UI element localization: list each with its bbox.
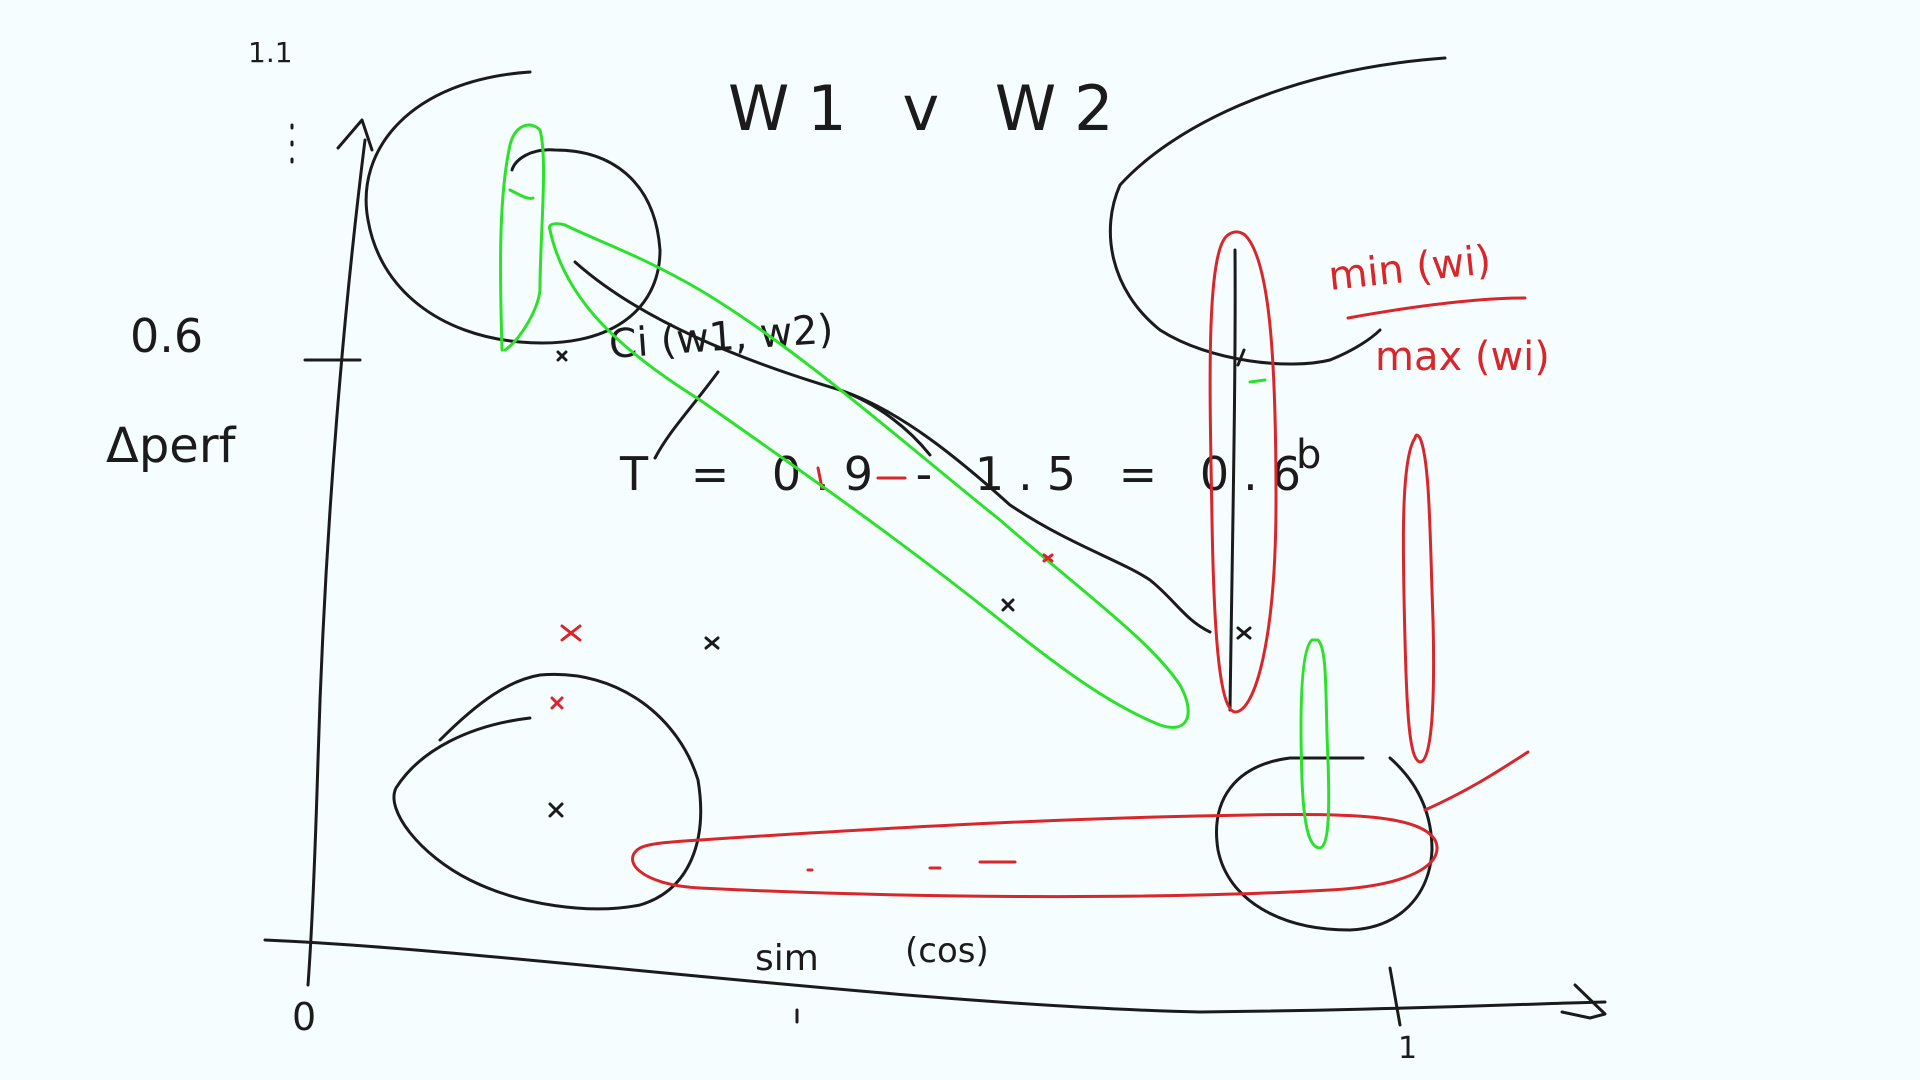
region-top-left-ellipse (364, 70, 662, 345)
y-axis-label: Δperf (106, 418, 237, 474)
point-black-2 (704, 636, 720, 650)
y-axis-mid-tick: 0.6 (130, 309, 203, 363)
green-diagonal-ellipse (548, 222, 1190, 729)
point-red-2 (550, 696, 564, 710)
green-vertical-loop (1248, 378, 1331, 850)
y-axis-top-tick: 1.1 (248, 36, 293, 69)
ratio-numerator: min (wi) (1326, 237, 1493, 300)
title-w1-v-w2: W1 v W2 (728, 72, 1132, 145)
red-horizontal-ellipse (631, 750, 1530, 899)
tick-b-mark: b (1296, 432, 1321, 478)
ratio-bar (1346, 296, 1527, 320)
y-axis (290, 118, 374, 987)
region-bottom-left-ellipse (392, 672, 703, 911)
x-axis-end-tick: 1 (1398, 1031, 1417, 1066)
region-bottom-right-circle (1215, 756, 1434, 932)
point-black-4 (1001, 598, 1015, 612)
point-red-3 (1042, 553, 1054, 563)
point-red-1 (560, 624, 582, 642)
point-black-3 (548, 802, 564, 818)
x-axis-label: sim (755, 938, 819, 979)
green-top-left-loop (498, 123, 546, 352)
ci-diagonal-curve (573, 260, 1212, 634)
point-black-1 (556, 350, 568, 362)
x-axis-label-note: (cos) (905, 931, 989, 971)
threshold-formula: T = 0.9 - 1.5 = 0.6 (619, 447, 1315, 501)
region-top-right-blob (1108, 56, 1447, 366)
red-vertical-ellipse-right (1401, 433, 1436, 764)
vertical-black-line (1228, 248, 1246, 712)
x-axis (263, 938, 1607, 1027)
point-black-5 (1236, 626, 1252, 640)
point-marks (548, 350, 1252, 818)
red-ellipse-dashes (806, 860, 1017, 872)
x-axis-origin: 0 (292, 995, 316, 1039)
red-vertical-ellipse-left (1208, 230, 1278, 714)
ci-pointer (653, 370, 720, 460)
ratio-denominator: max (wi) (1375, 334, 1550, 380)
